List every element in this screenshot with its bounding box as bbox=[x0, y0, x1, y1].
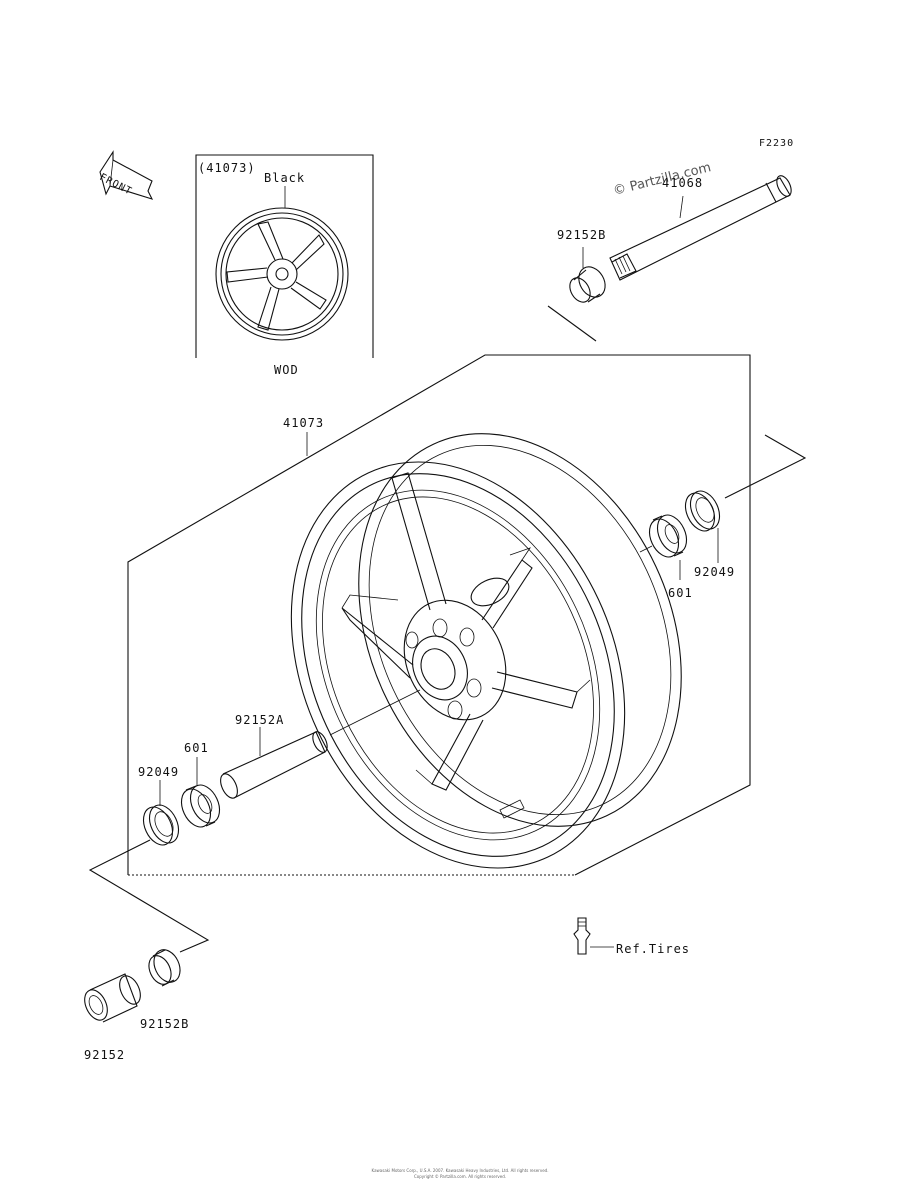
inset-part-ref: (41073) bbox=[198, 161, 256, 175]
figure-code: F2230 bbox=[759, 138, 795, 149]
inset-variant: WOD bbox=[274, 363, 299, 377]
callout-wheel-main: 41073 bbox=[283, 416, 325, 430]
collar-bottom-icon bbox=[84, 973, 141, 1023]
collar-b-bottom-icon bbox=[148, 949, 181, 987]
collar-a-icon bbox=[220, 731, 328, 799]
seal-left-icon bbox=[142, 804, 180, 846]
callout-collar-b-top: 92152B bbox=[557, 228, 607, 242]
axle-leader-line bbox=[679, 195, 684, 219]
callout-valve: Ref.Tires bbox=[616, 942, 691, 956]
callout-collar-bottom: 92152 bbox=[84, 1048, 126, 1062]
footer-line-1: Kawasaki Motors Corp., U.S.A. 2007. Kawa… bbox=[371, 1168, 549, 1173]
seal-right-icon bbox=[684, 490, 721, 532]
bearing-axis-line bbox=[639, 545, 653, 553]
callout-collar-b-bottom: 92152B bbox=[140, 1017, 190, 1031]
wheel-icon bbox=[290, 433, 682, 869]
top-axis-line bbox=[547, 305, 597, 342]
axle-center-line bbox=[329, 689, 421, 736]
collar-top-icon bbox=[569, 266, 606, 303]
axle-icon bbox=[609, 175, 792, 281]
inset-wheel-icon bbox=[215, 207, 349, 341]
valve-stem-icon bbox=[573, 917, 591, 955]
callout-seal-left: 92049 bbox=[138, 765, 180, 779]
callout-bearing-left: 601 bbox=[184, 741, 209, 755]
inset-color-note: Black bbox=[264, 171, 306, 185]
callout-bearing-right: 601 bbox=[668, 586, 693, 600]
callout-axle: 41068 bbox=[662, 176, 704, 190]
callout-seal-right: 92049 bbox=[694, 565, 736, 579]
bearing-right-icon bbox=[648, 514, 688, 558]
left-axis-line bbox=[88, 839, 210, 953]
bearing-left-icon bbox=[180, 784, 221, 828]
right-axis-line bbox=[724, 434, 807, 499]
footer-line-2: Copyright © Partzilla.com. All rights re… bbox=[413, 1174, 507, 1179]
front-arrow-icon bbox=[99, 150, 154, 200]
callout-collar-a: 92152A bbox=[235, 713, 285, 727]
main-frame bbox=[127, 354, 751, 876]
inset-frame bbox=[195, 154, 374, 358]
